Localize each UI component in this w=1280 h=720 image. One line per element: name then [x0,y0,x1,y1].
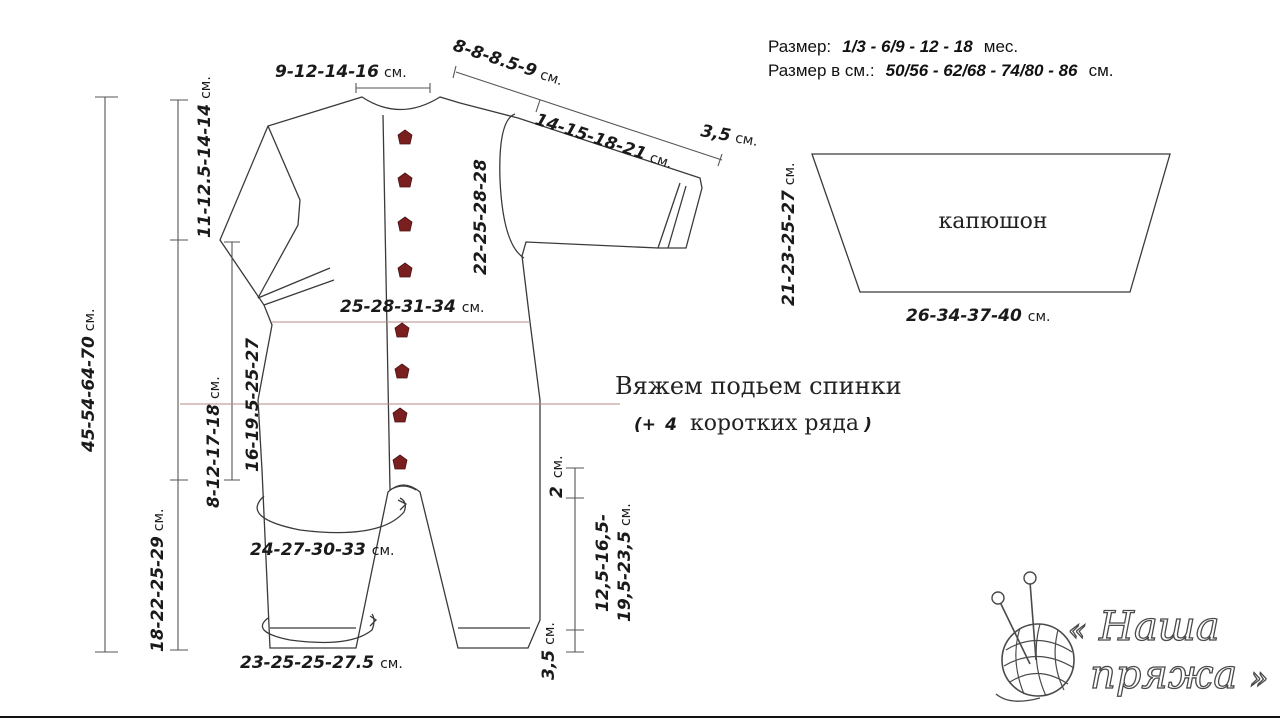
bodysuit-outline [219,96,703,649]
right-cuff-lines [657,182,687,249]
buttons [392,129,413,470]
total-length-label: 45-54-64-70см. [79,308,99,453]
neck-measure-line [355,83,431,93]
size-header: Размер: 1/3 - 6/9 - 12 - 18 мес. Размер … [768,37,1114,80]
size-line-cm: Размер в см.: 50/56 - 62/68 - 74/80 - 86… [768,61,1114,80]
hood-height-label: 21-23-25-27см. [779,162,799,306]
hip-arrow [397,499,408,511]
front-rise-label: 16-19.5-25-27 [243,338,263,472]
inseam-top-label: 2см. [547,455,567,498]
note-line-2: (+ 4 коротких ряда ) [634,411,872,436]
measurement-lines [95,65,723,653]
left-sleeve-inner [257,125,301,299]
front-rise-line [224,241,240,481]
crotch-line [389,485,417,491]
button-8 [392,454,408,470]
button-1 [397,129,413,145]
knitting-needles-icon [991,571,1037,665]
ankle-arrow [369,615,378,627]
hood-label: капюшон [938,209,1047,234]
hood-shape [811,153,1171,293]
total-length-line [95,96,118,653]
yarn-ball-icon [995,623,1075,702]
upper-body-label: 11-12.5-14-14см. [195,76,215,238]
body-segments-line [170,99,188,651]
leg-length-label: 18-22-25-29см. [148,508,168,652]
sleeve-measure-line [452,65,723,167]
left-cuff-lines [257,267,335,306]
note-line-1: Вяжем подьем спинки [615,372,902,400]
size-line-months: Размер: 1/3 - 6/9 - 12 - 18 мес. [768,37,1018,56]
button-7 [392,407,408,423]
button-5 [394,322,410,338]
front-placket-line [382,114,391,491]
back-rise-label: 8-12-17-18см. [204,376,224,508]
sleeve-length-label: 14-15-18-21см. [532,110,675,173]
inseam-line [566,467,584,653]
ankle-cuff-label: 3,5см. [539,622,559,680]
armhole-label: 22-25-28-28 [471,159,491,275]
nasha-pryazha-logo: « Наша пряжа » [991,571,1269,702]
logo-word-1: « Наша [1068,604,1220,650]
button-6 [394,363,410,379]
back-rise-note: Вяжем подьем спинки (+ 4 коротких ряда ) [615,372,902,436]
armhole-arc [499,113,525,259]
inseam-label-2: 19,5-23,5см. [615,503,635,622]
logo-word-2: пряжа » [1090,652,1268,698]
button-4 [397,262,413,278]
inseam-label-1: 12,5-16,5- [593,514,613,612]
bodysuit-shape [219,96,703,649]
button-3 [397,216,413,232]
shoulder-label: 8-8-8.5-9см. [450,36,565,90]
button-2 [397,172,413,188]
